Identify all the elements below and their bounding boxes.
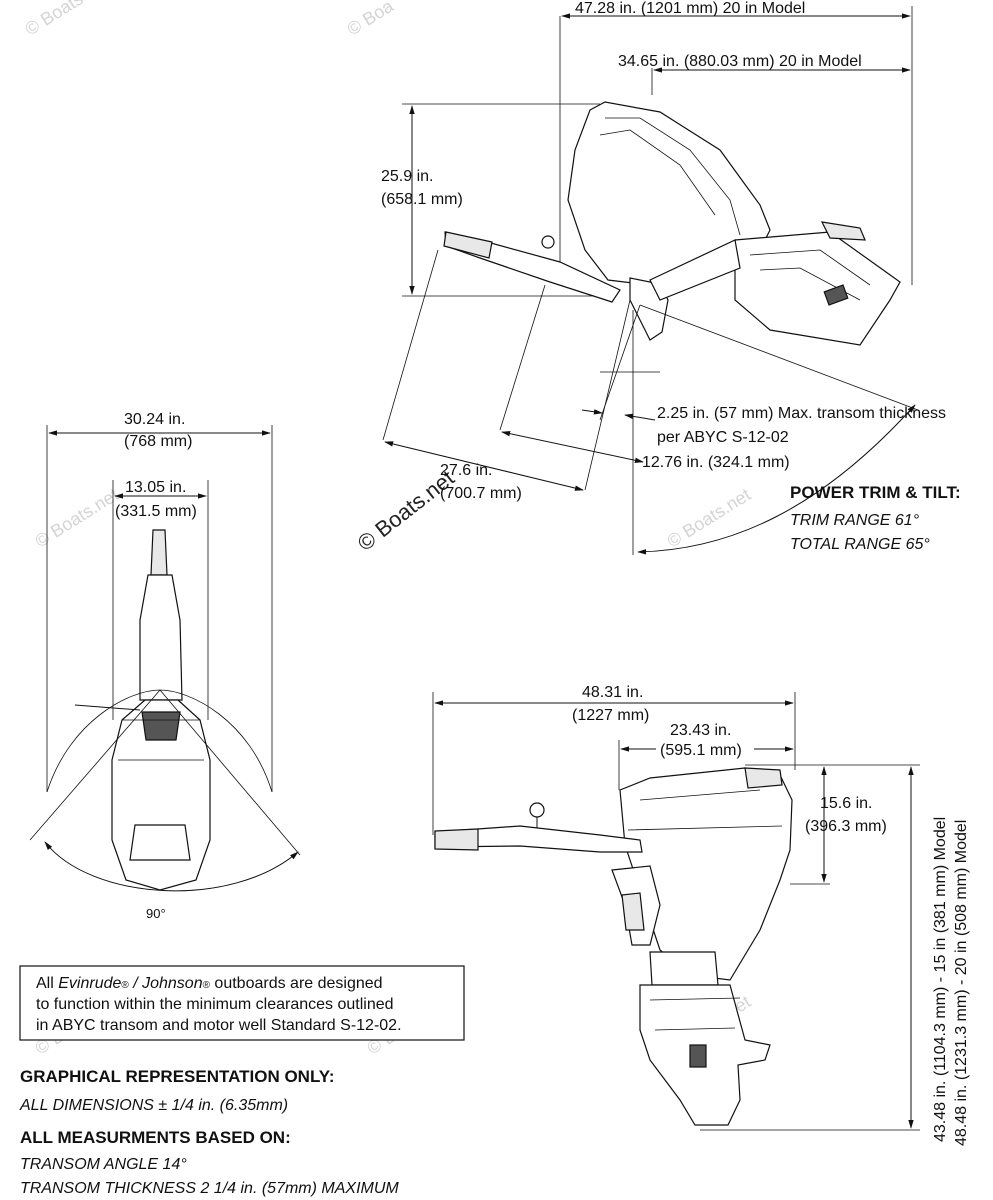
tilted-lower-unit	[734, 231, 901, 346]
watermark-right: © Boats.net	[664, 484, 755, 551]
label-height-line1: 25.9 in.	[381, 168, 433, 185]
label-total-height-20: 48.48 in. (1231.3 mm) - 20 in (508 mm) M…	[953, 820, 970, 1146]
tolerance-note: ALL DIMENSIONS ± 1/4 in. (6.35mm)	[19, 1097, 288, 1114]
dimension-transom-right	[624, 413, 656, 421]
steering-limit-left	[29, 689, 161, 841]
label-transom-thickness-line1: 2.25 in. (57 mm) Max. transom thickness	[657, 405, 946, 422]
upright-lower-detail	[649, 997, 741, 1031]
label-body-width-line2: (331.5 mm)	[115, 503, 197, 520]
label-height-line2: (658.1 mm)	[381, 191, 463, 208]
upright-cowl-seam	[627, 789, 783, 831]
dimension-reach-short	[501, 431, 644, 463]
label-reach-long-line1: 27.6 in.	[440, 462, 492, 479]
extension-line-diag-2	[499, 284, 546, 431]
tilted-cavitation-plate	[820, 221, 866, 241]
tilted-side-view: 47.28 in. (1201 mm) 20 in Model 34.65 in…	[381, 0, 961, 555]
label-total-height-15: 43.48 in. (1104.3 mm) - 15 in (381 mm) M…	[932, 817, 949, 1142]
upright-midsection	[649, 951, 719, 986]
tilted-tiller-grip	[443, 231, 493, 259]
graphic-title: GRAPHICAL REPRESENTATION ONLY:	[20, 1067, 335, 1086]
notice-box	[19, 965, 465, 1041]
watermark-top-left: © Boats	[22, 0, 87, 39]
label-width-20: 47.28 in. (1201 mm) 20 in Model	[575, 0, 805, 17]
upright-side-view: 48.31 in. (1227 mm) 23.43 in. (595.1 mm)…	[432, 684, 970, 1146]
clearance-notice: All Evinrude® / Johnson® outboards are d…	[19, 965, 465, 1041]
dimension-transom-left	[581, 409, 603, 415]
tilted-midsection	[649, 239, 741, 301]
upright-clamp-screw	[621, 892, 645, 931]
extension-line-diag-1	[382, 249, 439, 441]
upright-friction-knob	[529, 802, 545, 818]
watermark-left: © Boats.net	[32, 484, 123, 551]
upright-tiller-grip	[434, 828, 479, 851]
notice-line3: in ABYC transom and motor well Standard …	[36, 1017, 402, 1034]
total-range: TOTAL RANGE 65°	[790, 536, 930, 553]
top-cowl-handle	[129, 824, 191, 861]
upright-cowl-vent	[744, 767, 783, 789]
tilted-friction-knob	[541, 235, 555, 249]
upright-outboard-motor	[434, 767, 793, 1126]
label-cowl-height-line2: (396.3 mm)	[805, 818, 887, 835]
label-steering-angle: 90°	[146, 906, 166, 921]
top-cowl-detail	[118, 719, 204, 761]
label-overall-line2: (1227 mm)	[572, 707, 649, 724]
top-view: 30.24 in. (768 mm) 13.05 in. (331.5 mm) …	[29, 411, 301, 922]
top-tiller-arm	[139, 574, 183, 701]
tilted-water-intake	[823, 284, 849, 306]
trim-range: TRIM RANGE 61°	[790, 512, 920, 529]
notice-line1: All Evinrude® / Johnson® outboards are d…	[36, 975, 383, 992]
label-swing-line1: 30.24 in.	[124, 411, 185, 428]
extension-line-diag-3	[584, 299, 631, 491]
trim-range-arc	[637, 404, 916, 555]
trim-title: POWER TRIM & TILT:	[790, 483, 961, 502]
notice-line2: to function within the minimum clearance…	[36, 996, 394, 1013]
watermark-top-center: © Boa	[344, 0, 398, 39]
footer-notes: GRAPHICAL REPRESENTATION ONLY: ALL DIMEN…	[19, 1067, 399, 1197]
dimension-reach-long	[384, 441, 584, 491]
label-cowl-line2: (595.1 mm)	[660, 742, 742, 759]
top-throttle-lever	[74, 704, 141, 711]
label-swing-line2: (768 mm)	[124, 433, 192, 450]
top-cowl-vent	[141, 711, 181, 741]
steering-angle-arc	[44, 841, 299, 892]
extension-line-diag-4	[599, 304, 641, 421]
label-cowl-height-line1: 15.6 in.	[820, 795, 872, 812]
steering-angle-label-bg	[140, 902, 178, 922]
transom-angle-note: TRANSOM ANGLE 14°	[20, 1156, 187, 1173]
label-reach-long-line2: (700.7 mm)	[440, 485, 522, 502]
label-body-width-line1: 13.05 in.	[125, 479, 186, 496]
top-tiller-grip	[150, 529, 168, 576]
label-cowl-line1: 23.43 in.	[670, 722, 731, 739]
cowl-label-bg	[656, 738, 754, 758]
steering-limit-right	[159, 689, 301, 856]
tilted-cowl-detail	[599, 117, 741, 236]
label-reach-short: 12.76 in. (324.1 mm)	[642, 454, 790, 471]
label-transom-thickness-line2: per ABYC S-12-02	[657, 429, 789, 446]
based-on-title: ALL MEASURMENTS BASED ON:	[20, 1128, 291, 1147]
trim-tilt-reference	[639, 304, 919, 411]
tilted-outboard-motor	[443, 101, 901, 346]
label-overall-line1: 48.31 in.	[582, 684, 643, 701]
transom-thickness-note: TRANSOM THICKNESS 2 1/4 in. (57mm) MAXIM…	[20, 1180, 399, 1197]
label-width-front: 34.65 in. (880.03 mm) 20 in Model	[618, 53, 862, 70]
upright-water-intake	[689, 1044, 707, 1068]
